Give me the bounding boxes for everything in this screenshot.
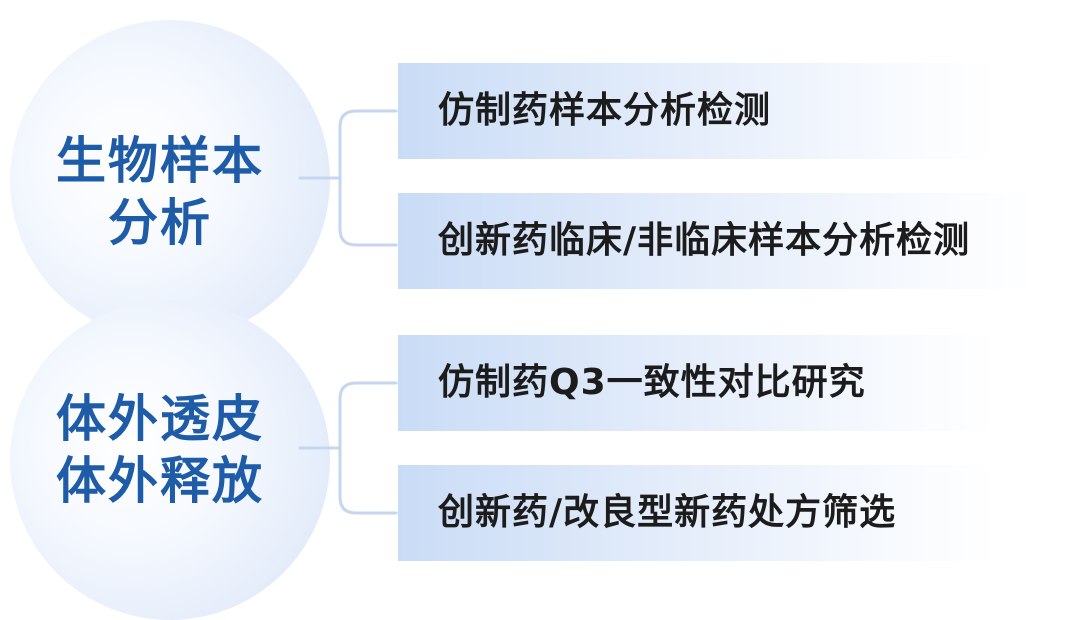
group-1-item-2-label: 创新药临床/非临床样本分析检测 bbox=[438, 220, 971, 261]
group-1-item-2: 创新药临床/非临床样本分析检测 bbox=[398, 193, 1038, 289]
group-2-item-1-label: 仿制药Q3一致性对比研究 bbox=[438, 362, 866, 403]
group-2-item-2: 创新药/改良型新药处方筛选 bbox=[398, 465, 998, 561]
connector-group-2-bracket bbox=[338, 381, 398, 515]
group-1-circle bbox=[10, 20, 330, 340]
group-1-title: 生物样本 分析 bbox=[30, 130, 290, 254]
group-2-item-2-label: 创新药/改良型新药处方筛选 bbox=[438, 492, 897, 533]
group-1-title-line-2: 分析 bbox=[108, 194, 212, 252]
group-2-title: 体外透皮 体外释放 bbox=[30, 388, 290, 512]
group-1-title-line-1: 生物样本 bbox=[56, 132, 264, 190]
connector-group-1-bracket bbox=[338, 109, 398, 247]
group-1-item-1-label: 仿制药样本分析检测 bbox=[438, 90, 772, 131]
group-2-title-line-2: 体外释放 bbox=[56, 452, 264, 510]
group-1-item-1: 仿制药样本分析检测 bbox=[398, 63, 998, 159]
group-2-title-line-1: 体外透皮 bbox=[56, 390, 264, 448]
group-2-item-1: 仿制药Q3一致性对比研究 bbox=[398, 335, 998, 431]
group-2-circle bbox=[10, 300, 330, 620]
